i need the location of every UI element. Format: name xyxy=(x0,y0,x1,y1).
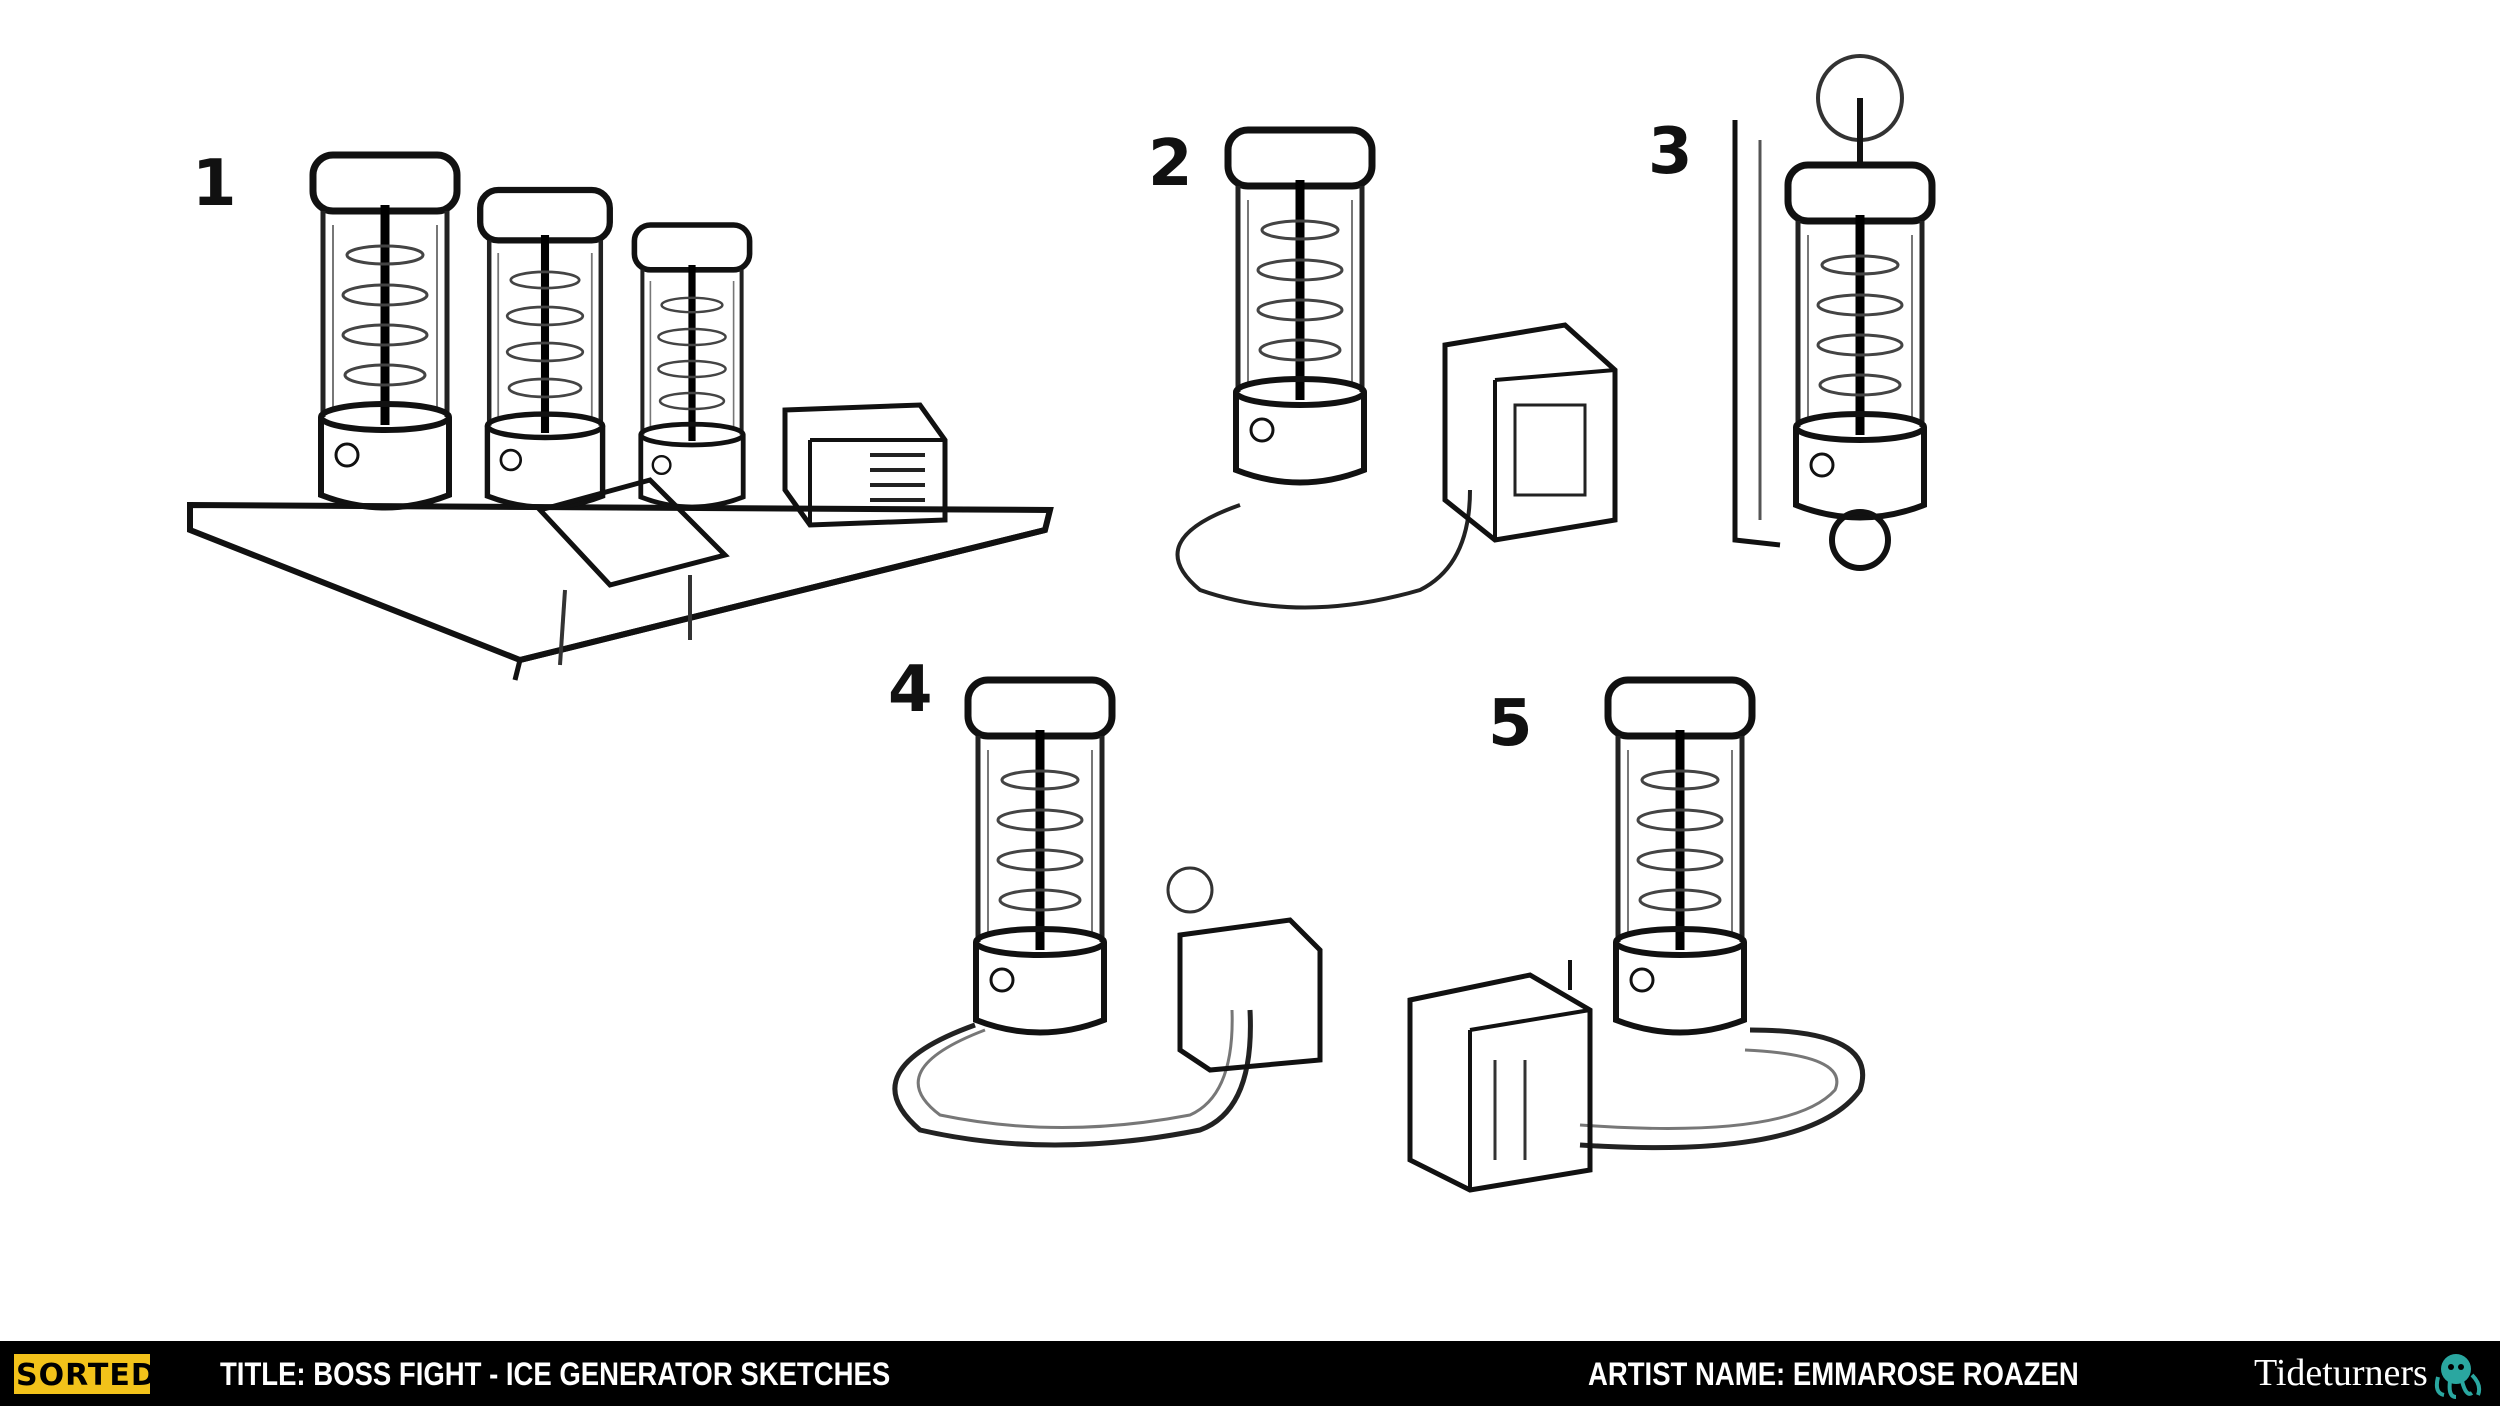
tideturners-brand: Tideturners xyxy=(2254,1352,2428,1394)
sketch-number-5: 5 xyxy=(1488,687,1533,761)
sketch-1-cooler-box xyxy=(782,402,948,528)
sketch-canvas xyxy=(187,54,2500,1193)
sketch-3 xyxy=(1732,54,1932,571)
sketch-number-1: 1 xyxy=(192,147,237,221)
artist-name: ARTIST NAME: EMMAROSE ROAZEN xyxy=(1588,1356,2079,1392)
sketch-5 xyxy=(1407,680,1866,1193)
sketch-1 xyxy=(187,155,1054,681)
sketch-number-4: 4 xyxy=(888,653,933,727)
sketch-1-control-panel xyxy=(535,477,730,666)
footer-bar: SORTED TITLE: BOSS FIGHT - ICE GENERATOR… xyxy=(0,1341,2500,1406)
sketch-2 xyxy=(1175,130,1618,610)
octopus-icon xyxy=(2434,1354,2482,1399)
sketch-number-3: 3 xyxy=(1648,115,1693,189)
sorted-logo: SORTED xyxy=(14,1354,156,1394)
sheet-title: TITLE: BOSS FIGHT - ICE GENERATOR SKETCH… xyxy=(220,1356,891,1392)
sketch-4 xyxy=(892,680,1323,1148)
sketch-number-2: 2 xyxy=(1148,127,1193,201)
